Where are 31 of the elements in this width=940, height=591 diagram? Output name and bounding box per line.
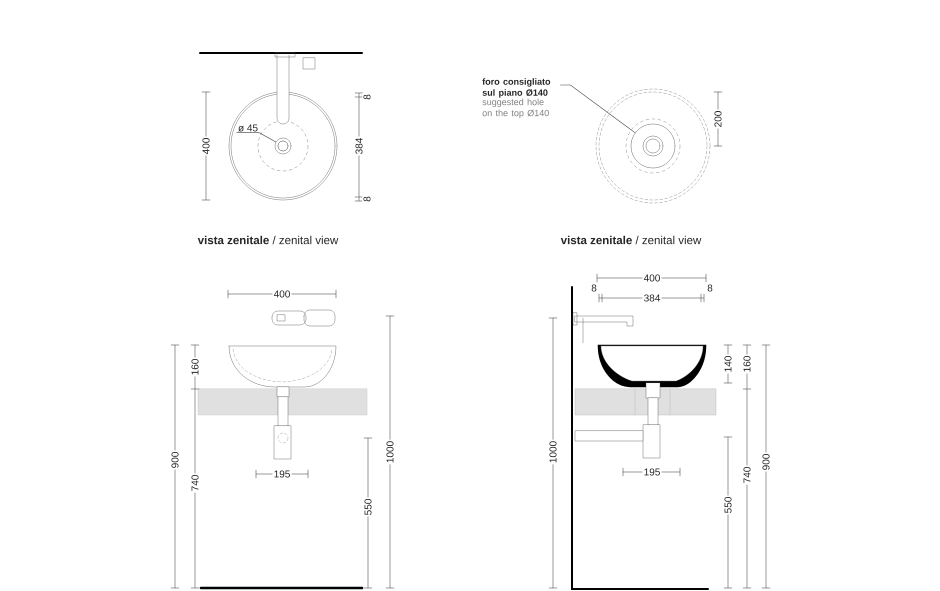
- dimension-label: 1000: [385, 440, 395, 464]
- dimension-label: 1000: [548, 440, 558, 464]
- dimension-label: 550: [723, 495, 733, 515]
- dimension-label: 195: [272, 469, 292, 479]
- dimension-label: ø 45: [238, 124, 258, 132]
- view-caption: vista zenitale / zenital view: [198, 236, 338, 244]
- dimension-label: 400: [272, 289, 292, 299]
- leader-line: [236, 132, 276, 142]
- dimension-label: 400: [642, 273, 662, 283]
- leader-line: [560, 84, 636, 134]
- dimension-label: 900: [170, 450, 180, 470]
- dimension-label: 740: [190, 473, 200, 493]
- dimension-label: 8: [362, 93, 372, 101]
- dimension-label: 384: [642, 293, 662, 303]
- dimension-label: 900: [761, 452, 771, 472]
- dimension-label: 160: [742, 354, 752, 374]
- dimension-label: 384: [354, 136, 364, 156]
- dimension-label: 550: [363, 497, 373, 517]
- view-caption: vista zenitale / zenital view: [560, 236, 702, 244]
- dimension-label: 8: [590, 283, 598, 293]
- drain-symbol: [274, 138, 292, 154]
- dimension-label: 200: [713, 109, 723, 129]
- dimension-label: 8: [362, 195, 372, 203]
- hole-circle: [630, 124, 676, 168]
- dimension-label: 140: [723, 354, 733, 374]
- dimension-label: 400: [201, 136, 211, 156]
- dimension-label: 195: [642, 467, 662, 477]
- dimension-label: 740: [742, 465, 752, 485]
- dimension-label: 160: [190, 357, 200, 377]
- dimension-label: 8: [706, 283, 714, 293]
- callout-text: foro consigliato sul piano Ø140 suggested hole on the top Ø140: [482, 78, 550, 118]
